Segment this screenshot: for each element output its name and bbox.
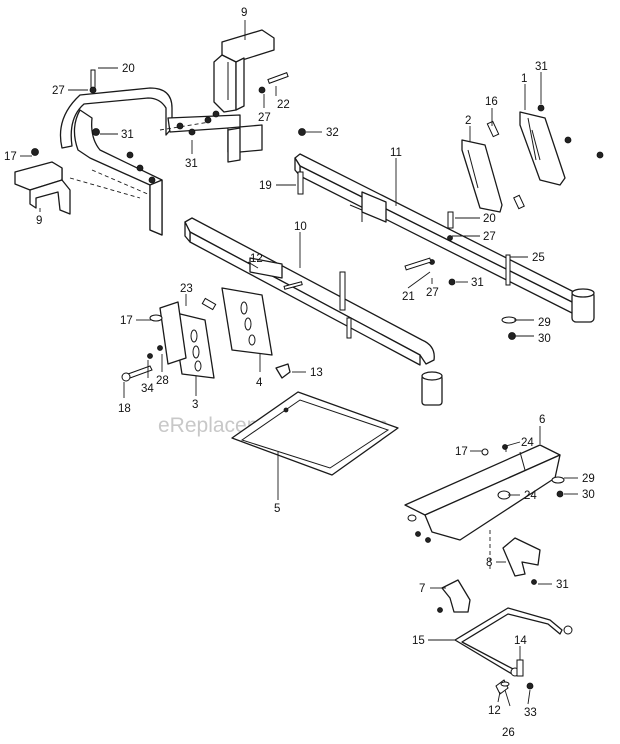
callout-4: 4	[256, 377, 263, 389]
callout-33: 33	[524, 707, 537, 719]
callout-16: 16	[485, 96, 498, 108]
callout-19: 19	[259, 180, 272, 192]
callout-18: 18	[118, 403, 131, 415]
callout-31-bottom: 31	[556, 579, 569, 591]
front-bumper-frame	[59, 87, 263, 236]
seat-rail-tube	[184, 217, 443, 406]
callout-17-left: 17	[4, 151, 17, 163]
callout-31-left: 31	[121, 129, 134, 141]
callout-29-upper: 29	[538, 317, 551, 329]
seat-plate	[231, 391, 399, 476]
callout-9-left: 9	[36, 215, 42, 227]
callout-26: 26	[502, 727, 515, 739]
callout-15: 15	[412, 635, 425, 647]
callout-3: 3	[192, 399, 198, 411]
callout-12-top: 12	[250, 253, 263, 265]
callout-13: 13	[310, 367, 323, 379]
pan-6	[404, 444, 565, 543]
callout-30-lower: 30	[582, 489, 595, 501]
bracket-9-upper	[213, 29, 275, 113]
callout-11: 11	[390, 147, 402, 159]
callout-20-left: 20	[122, 63, 135, 75]
callout-22: 22	[277, 99, 290, 111]
callout-28: 28	[156, 375, 169, 387]
bracket-1	[519, 111, 566, 186]
callout-5: 5	[274, 503, 280, 515]
callout-21: 21	[402, 291, 415, 303]
callout-24-top: 24	[521, 437, 534, 449]
callout-7: 7	[419, 583, 425, 595]
hardware-right	[297, 104, 604, 340]
plate-4	[221, 287, 273, 356]
clip-13	[275, 363, 291, 379]
leader-lines	[20, 20, 578, 707]
callout-24-bottom: 24	[524, 490, 537, 502]
callout-27-lower: 27	[426, 287, 439, 299]
callout-29-lower: 29	[582, 473, 595, 485]
callout-17-middle: 17	[120, 315, 133, 327]
plate-23	[159, 301, 187, 365]
callout-23: 23	[180, 283, 193, 295]
callout-2: 2	[465, 115, 471, 127]
callout-12-bottom: 12	[488, 705, 501, 717]
callout-27-left: 27	[52, 85, 65, 97]
callout-31-bracket: 31	[535, 61, 548, 73]
callout-30-upper: 30	[538, 333, 551, 345]
callout-9-top: 9	[241, 7, 247, 19]
callout-1: 1	[521, 73, 527, 85]
bracket-9-lower	[14, 161, 71, 215]
callout-32: 32	[326, 127, 339, 139]
rod-15	[454, 607, 573, 677]
callout-27-right: 27	[483, 231, 496, 243]
callout-31-tube: 31	[471, 277, 484, 289]
callout-25: 25	[532, 252, 545, 264]
callout-labels: 9 20 27 22 27 31 31 17 9 32 11 19 16 2 1…	[4, 7, 595, 739]
callout-27-upper: 27	[258, 112, 271, 124]
bracket-7	[437, 579, 471, 613]
bracket-2	[461, 139, 503, 213]
hardware-left-plates	[121, 281, 303, 382]
hardware-upper-left	[31, 69, 289, 184]
hardware-bottom	[495, 659, 534, 695]
callout-34: 34	[141, 383, 154, 395]
callout-10: 10	[294, 221, 307, 233]
callout-8: 8	[486, 557, 492, 569]
callout-17-right: 17	[455, 446, 468, 458]
callout-20-right: 20	[483, 213, 496, 225]
callout-31-frame: 31	[185, 158, 198, 170]
callout-14: 14	[514, 635, 527, 647]
bracket-8	[502, 537, 541, 585]
callout-6: 6	[539, 414, 545, 426]
